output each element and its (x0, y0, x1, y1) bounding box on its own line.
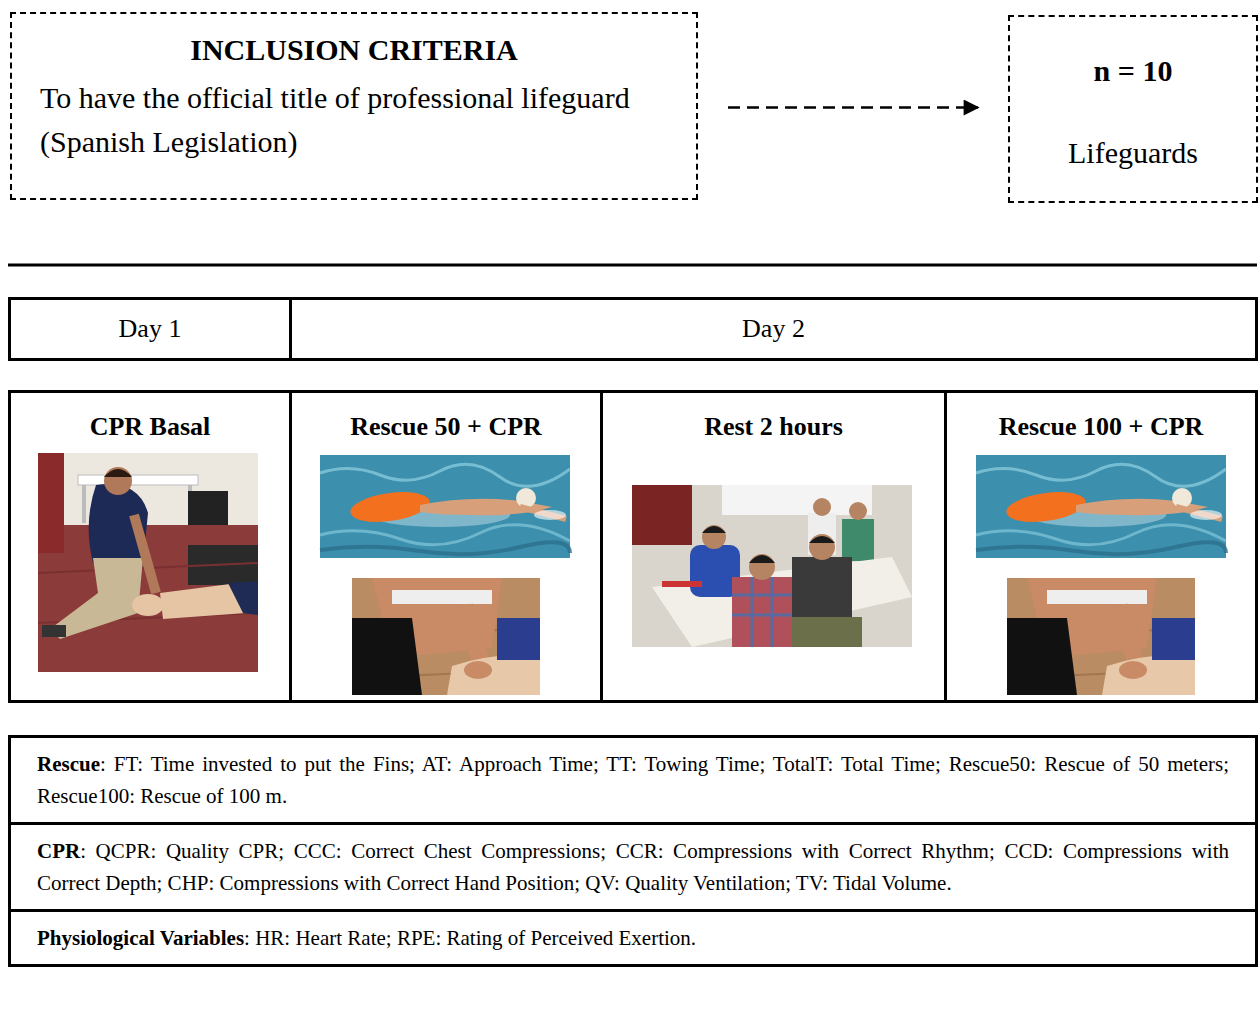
photo-detail (134, 515, 156, 593)
text-block: INCLUSION CRITERIA To have the official t… (40, 32, 668, 163)
text-block: CPR: QCPR: Quality CPR; CCC: Correct Che… (37, 835, 1229, 899)
photo-detail (38, 453, 64, 553)
abbreviation-box: CPR: QCPR: Quality CPR; CCC: Correct Che… (8, 822, 1258, 912)
box-body: To have the official title of profession… (40, 76, 668, 163)
box-heading: Rescue (37, 752, 100, 776)
cpr-photo (352, 578, 540, 695)
box-heading: Rescue 100 + CPR (955, 411, 1247, 442)
photo-detail (78, 475, 198, 485)
photo-detail (38, 453, 258, 525)
session-box: Rescue 100 + CPR (944, 390, 1258, 703)
abbreviation-box: Rescue: FT: Time invested to put the Fin… (8, 735, 1258, 825)
photo-detail (732, 577, 792, 647)
pool-photo (320, 455, 570, 558)
photo-detail (632, 485, 692, 545)
rest-photo (632, 485, 912, 647)
photo-detail (809, 534, 835, 560)
photo-detail (104, 467, 132, 495)
photo-detail (732, 577, 792, 647)
box-heading: INCLUSION CRITERIA (40, 32, 668, 68)
pool-photo (976, 455, 1226, 558)
text-block: Rescue 50 + CPR (300, 411, 592, 442)
photo-detail (228, 581, 258, 615)
photo-detail (662, 581, 702, 587)
text-block: Day 2 (742, 313, 805, 344)
photo-detail (792, 617, 862, 647)
photo-detail (702, 526, 726, 533)
box-body: : QCPR: Quality CPR; CCC: Correct Chest … (37, 839, 1229, 895)
session-box: CPR Basal (8, 390, 292, 703)
box-heading: Physiological Variables (37, 926, 244, 950)
divider-line (8, 264, 1257, 267)
box-heading: Day 1 (119, 313, 182, 344)
box-heading: Day 2 (742, 313, 805, 344)
text-block: n = 10 Lifeguards (1020, 51, 1246, 173)
photo-detail (702, 525, 726, 549)
box-body: : HR: Heart Rate; RPE: Rating of Perceiv… (244, 926, 696, 950)
box-heading: CPR (37, 839, 80, 863)
text-block: Rescue 100 + CPR (955, 411, 1247, 442)
box-body: : FT: Time invested to put the Fins; AT:… (37, 752, 1229, 808)
photo-detail (632, 485, 912, 647)
photo-detail (104, 469, 132, 477)
abbreviation-box: Physiological Variables: HR: Heart Rate;… (8, 909, 1258, 967)
text-block: Rest 2 hours (611, 411, 936, 442)
photo-detail (82, 485, 86, 523)
day-header: Day 1 (8, 297, 292, 361)
photo-detail (132, 594, 164, 616)
box-heading: Rest 2 hours (611, 411, 936, 442)
photo-detail (849, 502, 867, 520)
text-block: Rescue: FT: Time invested to put the Fin… (37, 748, 1229, 812)
box-body: Lifeguards (1020, 133, 1246, 173)
box-heading: n = 10 (1020, 51, 1246, 91)
photo-detail (749, 555, 775, 563)
day-header: Day 2 (289, 297, 1258, 361)
session-box: Rescue 50 + CPR (289, 390, 603, 703)
box-heading: Rescue 50 + CPR (300, 411, 592, 442)
cpr-basal-photo (38, 453, 258, 672)
text-block: Day 1 (119, 313, 182, 344)
photo-detail (813, 498, 831, 516)
photo-detail (188, 491, 228, 525)
dashed-arrow (728, 106, 978, 109)
cpr-photo (1007, 578, 1195, 695)
box-heading: CPR Basal (19, 411, 281, 442)
criteria-box: INCLUSION CRITERIA To have the official t… (10, 12, 698, 200)
photo-detail (749, 554, 775, 580)
text-block: CPR Basal (19, 411, 281, 442)
photo-detail (842, 519, 874, 561)
photo-detail (38, 453, 258, 672)
text-block: Physiological Variables: HR: Heart Rate;… (37, 922, 1229, 954)
photo-detail (42, 625, 66, 637)
sample-box: n = 10 Lifeguards (1008, 15, 1258, 203)
photo-detail (809, 536, 835, 543)
session-box: Rest 2 hours (600, 390, 947, 703)
